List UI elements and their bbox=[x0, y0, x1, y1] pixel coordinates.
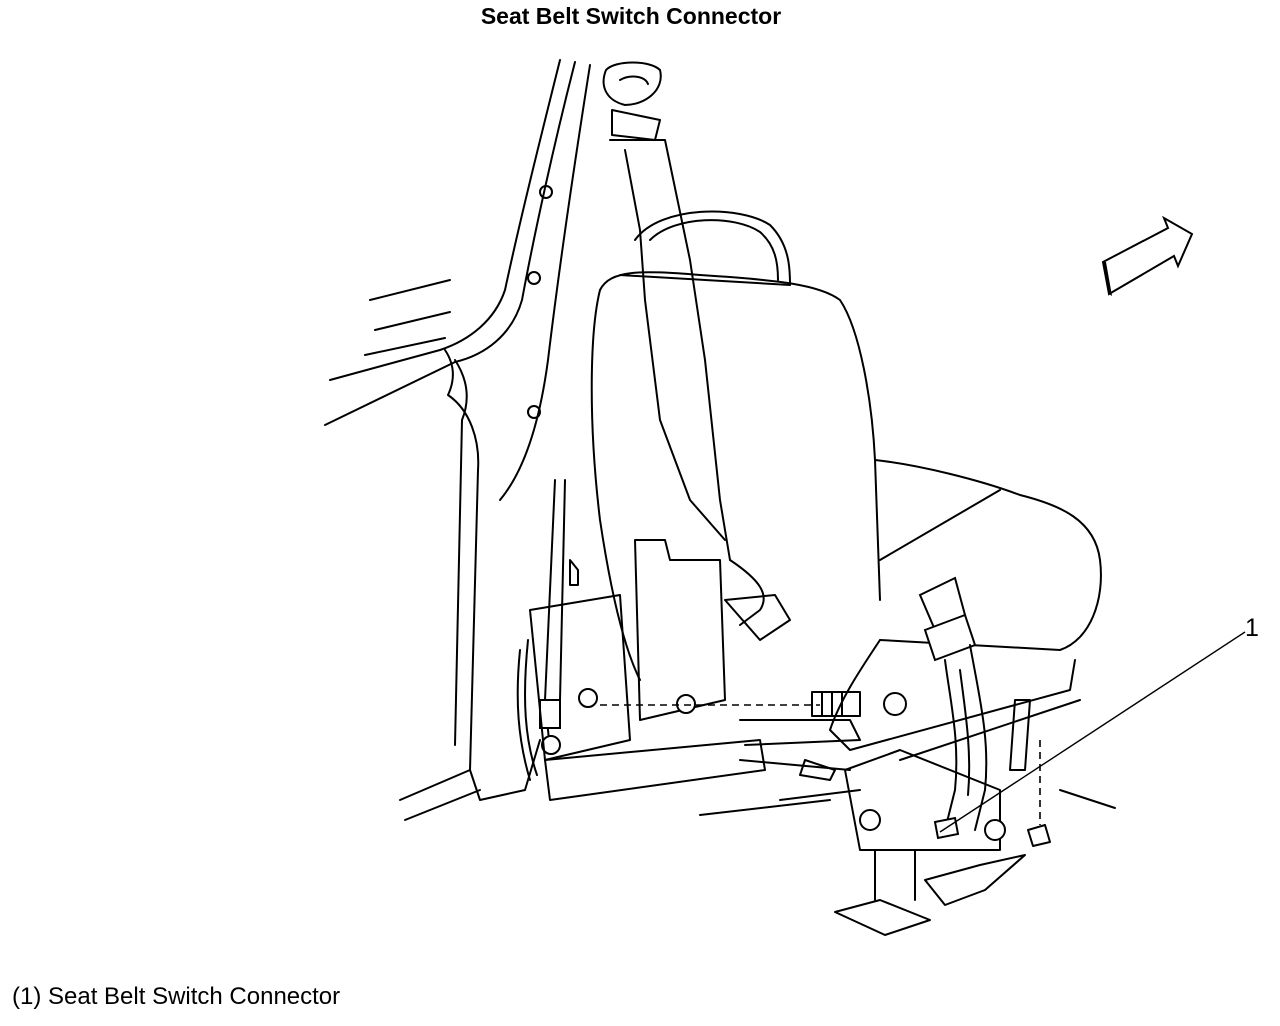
seat-bracket bbox=[834, 699, 1116, 936]
seat-frame bbox=[529, 539, 907, 816]
seat-cushion bbox=[829, 459, 1102, 761]
callout-1: 1 bbox=[939, 614, 1259, 833]
legend-item-1: (1) Seat Belt Switch Connector bbox=[12, 983, 341, 1010]
callout-number: 1 bbox=[1245, 614, 1259, 642]
buckle-stalk bbox=[918, 576, 988, 831]
shoulder-belt bbox=[602, 61, 791, 641]
belt-retractor-track bbox=[516, 479, 579, 781]
diagram-title: Seat Belt Switch Connector bbox=[480, 3, 782, 29]
door-pillar bbox=[324, 59, 591, 821]
seat-back bbox=[590, 210, 881, 681]
direction-arrow-icon bbox=[1101, 215, 1194, 296]
